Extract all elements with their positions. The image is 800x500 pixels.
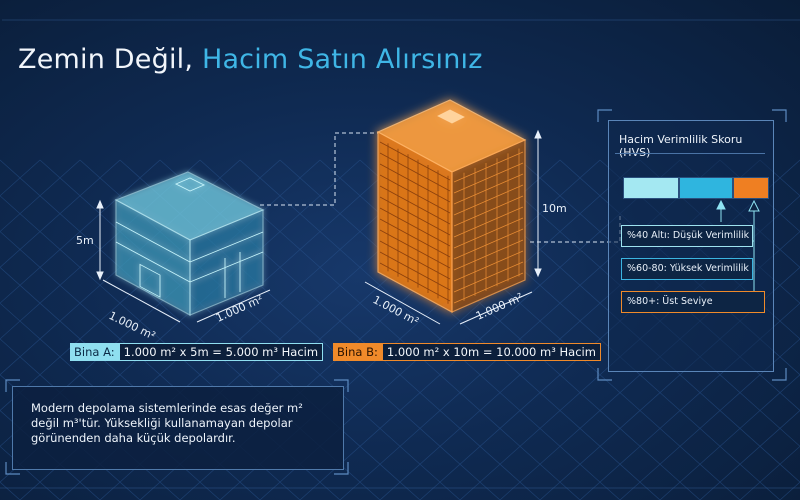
building-b-equation-text: 1.000 m² x 10m = 10.000 m³ Hacim bbox=[381, 343, 601, 361]
hvs-tier-low: %40 Altı: Düşük Verimlilik bbox=[621, 225, 753, 247]
building-a bbox=[114, 171, 265, 317]
building-b-equation: Bina B: 1.000 m² x 10m = 10.000 m³ Hacim bbox=[333, 343, 601, 361]
building-a-dimensions bbox=[96, 199, 271, 323]
building-b-tag: Bina B: bbox=[333, 343, 382, 361]
hvs-bar-top bbox=[733, 177, 769, 199]
note-line-3: görünenden daha küçük depolardır. bbox=[31, 431, 236, 445]
building-b-height-label: 10m bbox=[542, 202, 567, 215]
building-b bbox=[376, 99, 527, 314]
title-part-1: Zemin Değil, bbox=[18, 44, 194, 75]
title-part-2: Hacim Satın Alırsınız bbox=[201, 44, 483, 75]
hvs-tier-high: %60-80: Yüksek Verimlilik bbox=[621, 258, 753, 280]
building-b-dimensions bbox=[364, 129, 542, 325]
info-note: Modern depolama sistemlerinde esas değer… bbox=[12, 386, 344, 470]
building-a-equation: Bina A: 1.000 m² x 5m = 5.000 m³ Hacim bbox=[70, 343, 324, 361]
building-a-height-label: 5m bbox=[76, 234, 94, 247]
building-a-tag: Bina A: bbox=[70, 343, 119, 361]
hvs-panel: Hacim Verimlilik Skoru (HVS) %40 Altı: D… bbox=[608, 120, 774, 372]
info-note-text: Modern depolama sistemlerinde esas değer… bbox=[31, 401, 331, 446]
panel-divider bbox=[615, 153, 765, 154]
hvs-bar-low bbox=[623, 177, 679, 199]
hvs-bar-high bbox=[679, 177, 733, 199]
note-line-1: Modern depolama sistemlerinde esas değer… bbox=[31, 401, 303, 415]
page-title: Zemin Değil, Hacim Satın Alırsınız bbox=[18, 44, 483, 75]
building-a-equation-text: 1.000 m² x 5m = 5.000 m³ Hacim bbox=[118, 343, 324, 361]
note-line-2: değil m³'tür. Yüksekliği kullanamayan de… bbox=[31, 416, 293, 430]
hvs-panel-title: Hacim Verimlilik Skoru (HVS) bbox=[619, 133, 743, 159]
hvs-tier-top: %80+: Üst Seviye bbox=[621, 291, 765, 313]
